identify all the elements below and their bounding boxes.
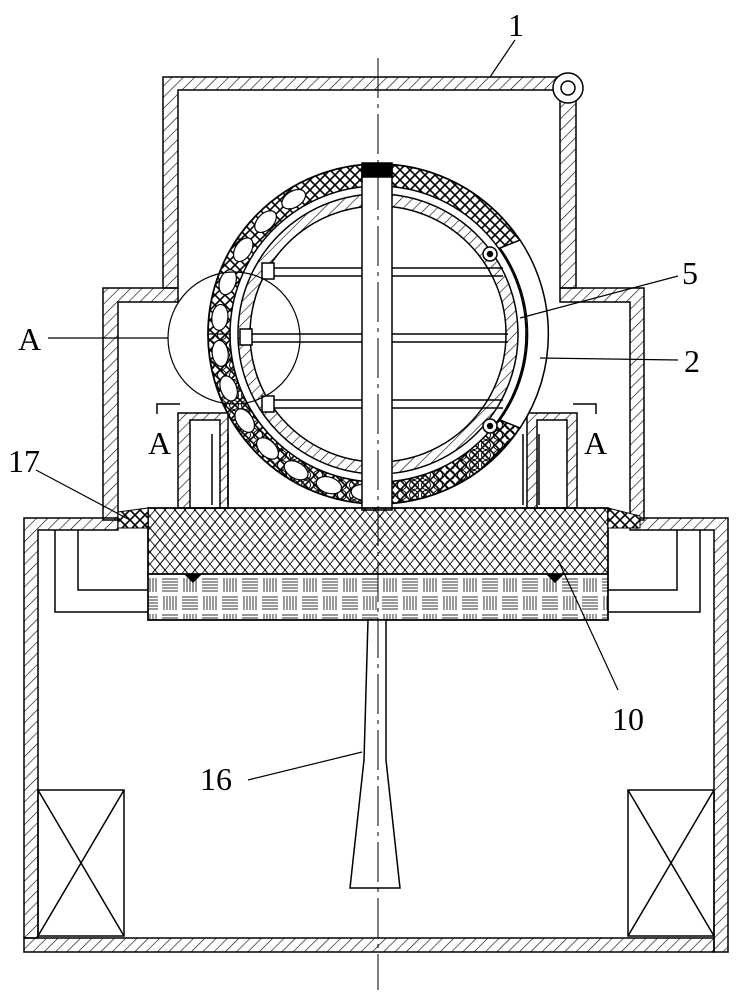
crossed-box-icon [37, 789, 125, 937]
label-detail-a: A [18, 321, 41, 357]
label-part-5: 5 [682, 255, 698, 291]
nozzle [349, 619, 401, 889]
label-part-16: 16 [200, 761, 232, 797]
housing [23, 76, 729, 953]
leader-lines [35, 39, 679, 781]
drum-hole [232, 237, 254, 263]
drum-hole [211, 303, 229, 331]
housing-bottom-wall [23, 937, 715, 953]
drum-hole [315, 475, 343, 495]
drum-hole [281, 188, 307, 210]
drum-hole [234, 408, 256, 433]
central-shaft [361, 162, 393, 511]
ring-pins [482, 246, 498, 434]
labels: 1 5 2 A A A 17 10 16 [8, 7, 700, 797]
crossed-box-icon [627, 789, 715, 937]
seals [117, 507, 641, 529]
housing-top-right-wall [559, 89, 577, 289]
label-section-a-left: A [148, 425, 171, 461]
inner-frame [156, 403, 597, 509]
drum-hole [218, 269, 237, 296]
drum-hole [256, 437, 279, 460]
label-section-a-right: A [584, 425, 607, 461]
drum-hole [254, 210, 277, 233]
label-part-17: 17 [8, 443, 40, 479]
label-part-1: 1 [508, 7, 524, 43]
drum-holes [211, 188, 378, 502]
label-part-10: 10 [612, 701, 644, 737]
label-part-2: 2 [684, 343, 700, 379]
side-ducts [54, 530, 701, 613]
hinge-icon [552, 72, 584, 104]
drum-hole [211, 339, 229, 367]
drum-hole [219, 375, 238, 402]
drum-hole [283, 460, 309, 481]
